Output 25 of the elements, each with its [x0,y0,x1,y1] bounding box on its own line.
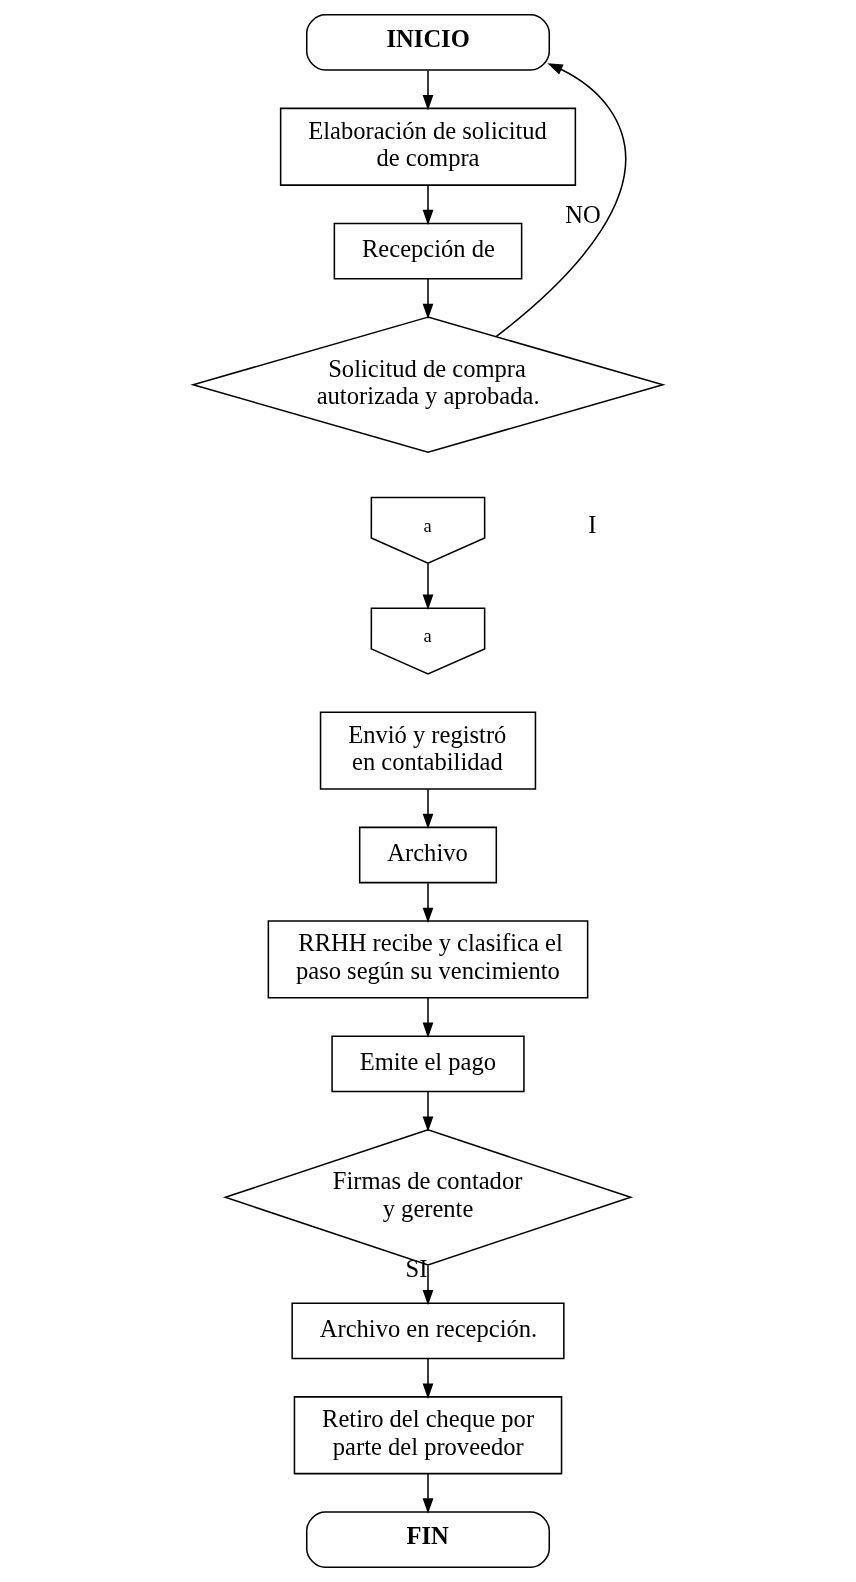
label: I [588,510,597,538]
arrow [422,1264,434,1306]
node-box: RRHH recibe y clasifica el paso según su vencimiento [267,920,589,999]
arrow [422,788,434,830]
node-box: Archivo [358,826,498,884]
node-box: Recepción de [333,222,523,280]
arrow [422,882,434,924]
arrow [422,1473,434,1514]
node-diamond: Solicitud de compra autorizada y aprobada. [190,316,666,454]
arrow [422,997,434,1038]
node-box: FIN [305,1511,551,1569]
node-box: Envió y registró en contabilidad [319,711,537,790]
arrow [422,278,434,320]
node-box: INICIO [305,13,551,71]
arrow [422,1090,434,1132]
arrow [495,63,626,338]
node-box: Emite el pago [331,1035,525,1093]
arrow [422,184,434,226]
node-box: Retiro del cheque por parte del proveedor [293,1396,563,1475]
arrow [422,562,434,610]
edge-label: NO [565,201,601,229]
node-box: Archivo en recepción. [291,1302,565,1360]
arrow [422,1358,434,1399]
arrow [422,69,434,111]
node-box: Elaboración de solicitud de compra [279,107,577,186]
